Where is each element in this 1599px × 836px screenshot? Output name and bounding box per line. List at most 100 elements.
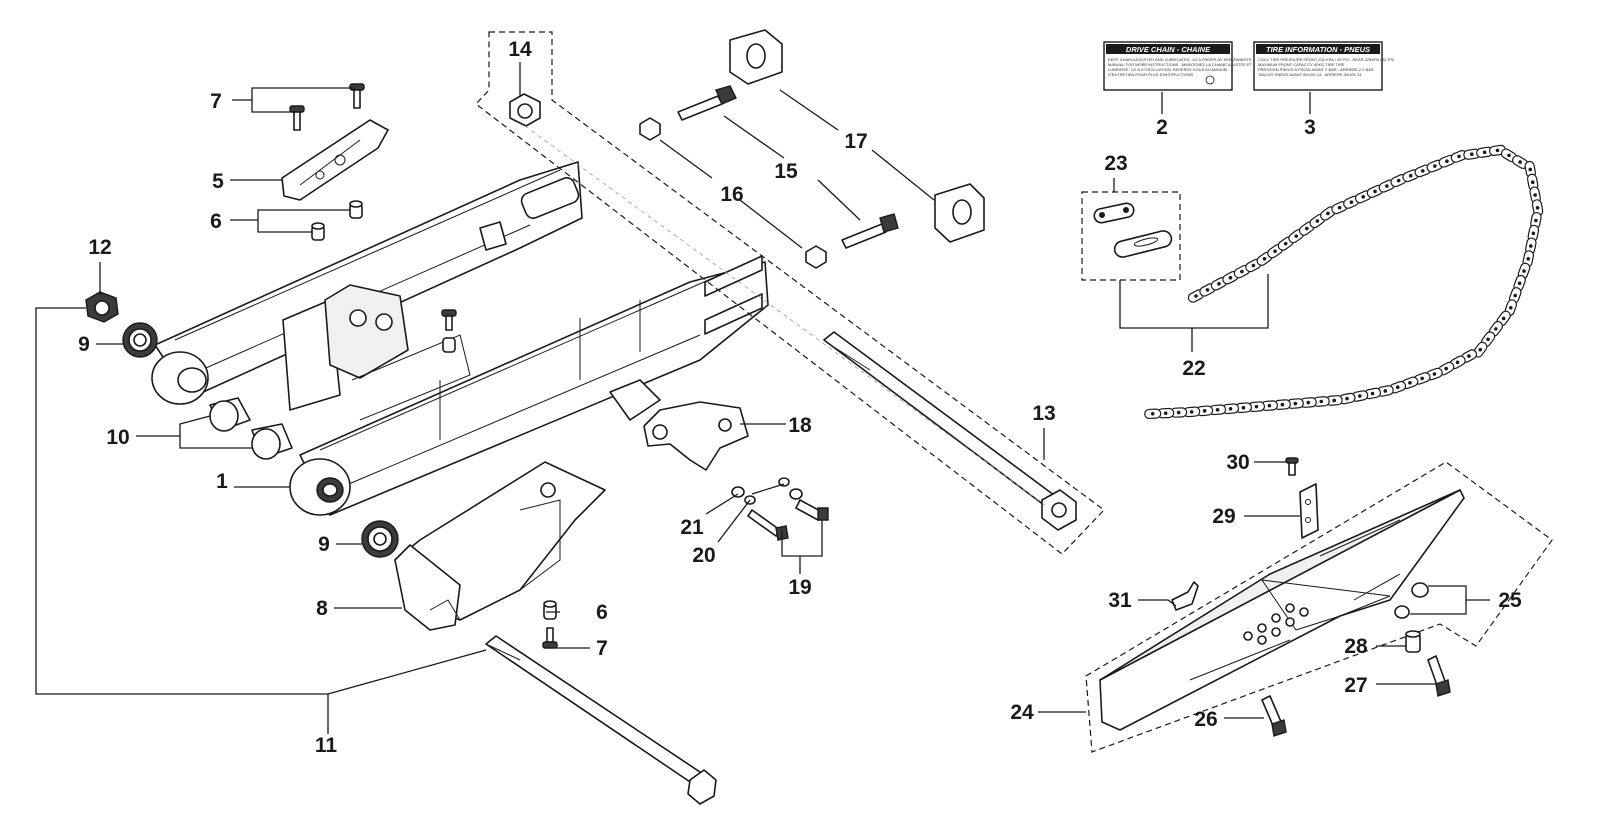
chain-pin [1293,401,1298,406]
chain-slider-top [281,119,389,201]
bearing-9-top [122,322,158,358]
chain-pin [1373,189,1377,194]
callout-21: 21 [680,516,704,539]
screw-bottom [542,627,558,649]
adjuster-nut-2 [805,245,827,269]
chain-pin [1457,154,1461,159]
chain-pin [1433,164,1437,168]
adjuster-bolt-1 [677,85,737,121]
chain-pin [1262,256,1267,261]
chain-pin [1535,205,1540,210]
swingarm [151,161,769,516]
adjuster-block-2 [934,183,985,243]
chain-pin [1361,195,1366,199]
label-drive-chain-line-1: KEEP CHAIN ADJUSTED AND LUBRICATED. 1/2 … [1108,57,1252,62]
spacer-bottom [543,600,557,620]
chain-pin [1241,405,1246,410]
master-link [1093,202,1173,258]
screw-center [441,309,457,353]
chain-pin [1383,389,1388,393]
guard-vent-holes [1243,603,1309,645]
chain-pin [1215,407,1220,412]
label-tire-info-line-2: MAXIMUM FRONT CAPACITY 80KG TIRE TIRE [1258,62,1345,67]
chain-pin [1534,218,1538,223]
axle-group-box [475,31,1105,555]
chain-pin [1332,398,1337,403]
chain-pin [1228,406,1233,411]
label-drive-chain-line-3: LUBRIFIEE. 1/2 A D'OSCILLATION. REFEREZ-… [1108,67,1229,72]
label-tire-info-line-4: TAILLES PNEUS AVANT 80/100-14 - ARRIERE … [1258,72,1362,77]
callout-9-top: 9 [78,333,90,356]
callout-20: 20 [692,544,715,567]
callout-16: 16 [720,183,743,206]
guard-bracket-29 [1299,483,1319,539]
callout-17: 17 [844,130,867,153]
callout-15: 15 [774,160,798,183]
chain-pin [1345,396,1349,401]
callout-7-top: 7 [210,90,222,113]
callout-1: 1 [216,470,228,493]
callout-12: 12 [88,236,111,259]
chain-pin [1528,244,1533,248]
callout-14: 14 [508,38,532,61]
label-tire-info-line-1: COLD TIRE PRESSURE FRONT 200 KPA / 29 PS… [1258,57,1394,62]
callout-6-bottom: 6 [596,601,608,624]
callout-25: 25 [1498,589,1522,612]
chain-pin [1396,178,1401,183]
chain-pin [1518,160,1522,164]
callout-6-top: 6 [210,210,222,233]
callout-31: 31 [1108,589,1132,612]
label-tire-info: TIRE INFORMATION - PNEUS COLD TIRE PRESS… [1253,41,1394,91]
chain-pin [1176,410,1181,415]
callout-7-bottom: 7 [596,637,608,660]
chain-pin [1444,366,1448,371]
chain-pin [1486,337,1490,342]
bushing-10-a [209,397,251,432]
callout-29: 29 [1212,505,1235,528]
chain-pin [1395,385,1400,390]
label-drive-chain: DRIVE CHAIN - CHAINE KEEP CHAIN ADJUSTED… [1103,41,1253,91]
callout-19: 19 [788,576,811,599]
callout-11: 11 [315,734,338,757]
chain-pin [1533,193,1537,197]
chain-pin [1273,249,1277,254]
chain-pin [1420,376,1424,381]
chain-pin [1517,281,1522,286]
chain-pin [1467,354,1471,358]
chain-pin [1280,402,1285,407]
callout-28: 28 [1344,635,1368,658]
guard-grommets-25 [1394,582,1429,619]
chain-pin [1494,327,1498,331]
chain-pin [1306,400,1311,405]
chain-pin [1522,269,1526,273]
chain-pin [1251,263,1256,268]
callout-22: 22 [1182,357,1205,380]
master-link-box [1081,191,1181,281]
callout-8: 8 [316,597,328,620]
chain-pin [1326,211,1330,216]
callout-3: 3 [1304,116,1316,139]
callout-18: 18 [788,414,812,437]
chain-pin [1501,316,1506,321]
label-drive-chain-title: DRIVE CHAIN - CHAINE [1126,45,1211,54]
adjuster-nut-1 [639,117,661,141]
callout-27: 27 [1344,674,1367,697]
screw-top-2 [289,105,305,131]
chain-pin [1530,180,1535,185]
bushing-10-b [251,423,293,460]
chain-pin [1194,294,1198,298]
chain-pin [1189,410,1194,414]
callout-9-bottom: 9 [318,533,330,556]
pivot-shaft [485,635,717,805]
label-tire-info-line-3: PRESSION PNEUS A FROID AVANT 2 BAR - ARR… [1258,67,1374,72]
chain-guard-box [1085,461,1553,753]
guard-screw-30 [1285,457,1299,476]
callout-5: 5 [212,170,224,193]
nut-12 [85,291,119,323]
chain-pin [1349,200,1354,205]
washer-set [731,477,803,505]
chain-pin [1254,404,1259,409]
chain-pin [1509,305,1513,310]
chain-pin [1202,409,1207,413]
chain-pin [1163,411,1168,415]
